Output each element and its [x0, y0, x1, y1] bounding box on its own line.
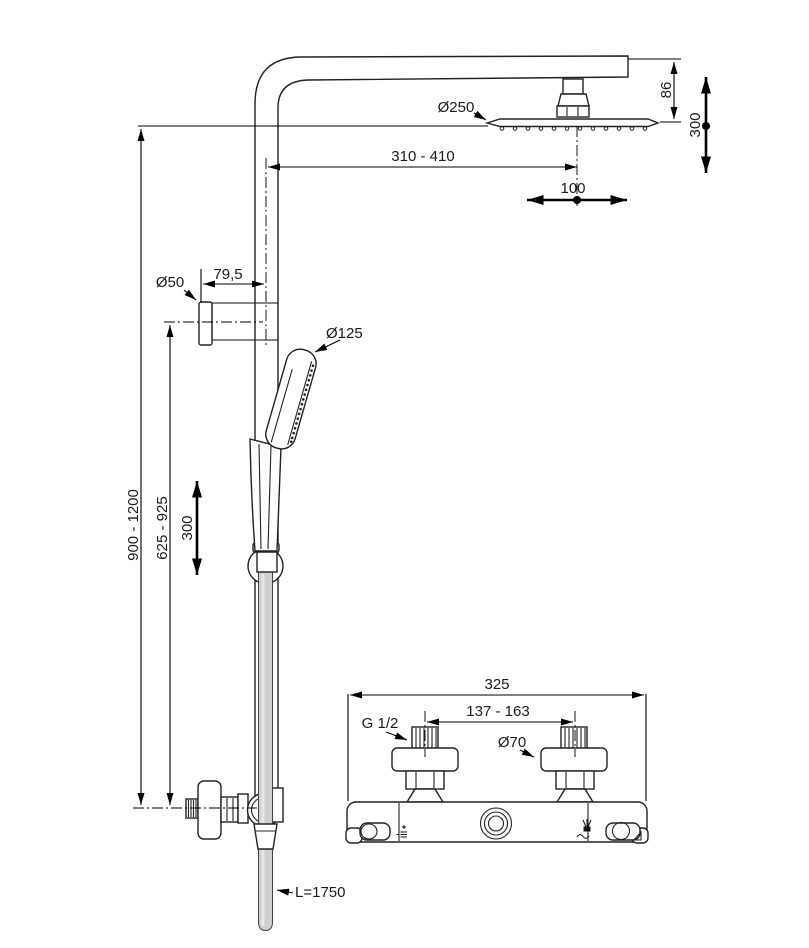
- dim-inlet-thread: G 1/2: [362, 715, 408, 741]
- dim-label: G 1/2: [362, 715, 399, 732]
- dim-label: 300: [179, 515, 196, 540]
- wall-escutcheon: [197, 780, 222, 840]
- dim-ceiling-adjust: 300: [687, 77, 711, 173]
- dim-mixer-width: 325: [350, 676, 644, 699]
- head-nozzles: [499, 126, 648, 131]
- wall-bracket: [164, 301, 279, 346]
- dim-head-diameter: Ø250: [438, 99, 487, 121]
- temperature-icon: [576, 819, 592, 839]
- dim-label: 325: [484, 676, 509, 693]
- head-nut: [556, 105, 590, 118]
- dim-bracket-diameter: Ø50: [156, 274, 197, 301]
- union-nut-left: [405, 770, 445, 790]
- flow-icon: [396, 825, 407, 838]
- hand-shower-nozzles: [289, 364, 315, 444]
- hand-shower-head: [265, 348, 317, 450]
- dim-label: Ø125: [326, 325, 363, 342]
- shower-hose: [258, 571, 273, 932]
- dim-label: 625 - 925: [154, 496, 171, 559]
- dim-label: 900 - 1200: [125, 489, 142, 561]
- dim-head-height: 86: [658, 62, 678, 119]
- handle-end-in-holder: [256, 549, 278, 573]
- overhead-shower-head: [484, 78, 660, 206]
- dim-label: Ø70: [498, 734, 526, 751]
- dim-handshower-diameter: Ø125: [314, 325, 363, 353]
- dim-escutcheon-diameter: Ø70: [498, 734, 535, 758]
- elbow-nut: [220, 796, 239, 823]
- dim-head-adjust: 100: [527, 180, 627, 205]
- hose-connector-nut: [253, 823, 278, 850]
- head-plate: [484, 118, 660, 128]
- thermostatic-mixer: [345, 711, 649, 844]
- head-connector: [562, 78, 584, 95]
- dim-inlet-spacing: 137 - 163: [427, 703, 573, 726]
- dim-label: 79,5: [213, 266, 242, 283]
- dimensions: 900 - 1200 625 - 925 300 310 - 410 100 8…: [125, 58, 711, 901]
- dim-holder-adjust: 300: [179, 481, 202, 575]
- dim-label: 137 - 163: [466, 703, 529, 720]
- dim-arm-reach: 310 - 410: [268, 148, 577, 171]
- dim-holder-height: 625 - 925: [154, 325, 174, 805]
- dim-label: L=1750: [295, 884, 345, 901]
- dim-label: 300: [687, 112, 704, 137]
- union-nut-right: [555, 770, 595, 790]
- escutcheon-right: [540, 747, 608, 772]
- dim-bracket-offset: 79,5: [203, 266, 264, 288]
- thread-lines: [415, 728, 586, 749]
- dim-label: Ø250: [438, 99, 475, 116]
- hand-shower: [249, 348, 317, 573]
- riser-pipe-and-arm: [254, 55, 629, 802]
- dim-riser-height: 900 - 1200: [125, 129, 145, 805]
- dim-hose-length: L=1750: [276, 884, 345, 901]
- dim-label: Ø50: [156, 274, 184, 291]
- mixer-center-cap: [479, 807, 513, 840]
- dim-label: 310 - 410: [391, 148, 454, 165]
- dim-label: 86: [658, 82, 675, 99]
- hand-shower-handle: [249, 438, 282, 552]
- dim-label: 100: [560, 180, 585, 197]
- mixer-body: [346, 801, 648, 843]
